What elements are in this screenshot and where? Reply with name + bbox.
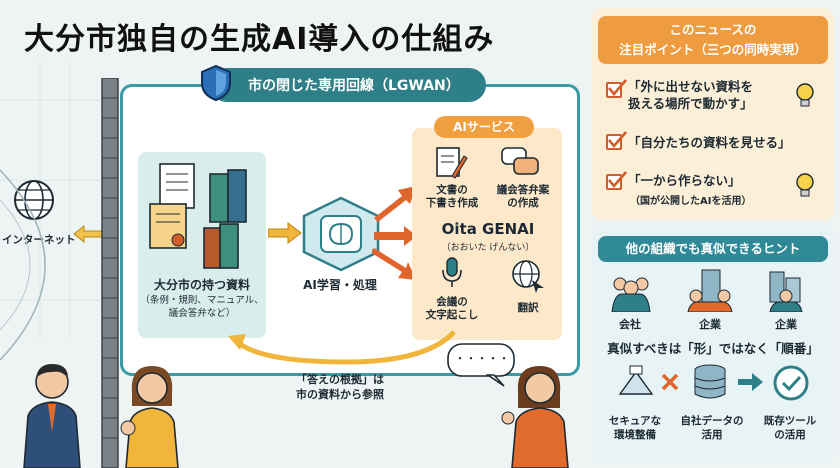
answer-draft-label: 議会答弁案 の作成: [488, 184, 558, 210]
presenter-person-icon: [501, 366, 569, 468]
doc-draft-label: 文書の 下書き作成: [420, 184, 484, 210]
hint-org-3: 企業: [775, 318, 797, 331]
hint-step-3-line2: の活用: [774, 429, 806, 441]
news-header-line1: このニュースの: [669, 22, 757, 37]
chat-bubbles-icon: [501, 147, 539, 175]
answer-draft-line1: 議会答弁案: [496, 184, 550, 196]
company-building-icon: [769, 271, 803, 312]
hint-step-2-line2: 活用: [701, 429, 723, 441]
transcribe-line2: 文字起こし: [425, 309, 479, 321]
microphone-icon: [442, 257, 462, 287]
hint-step-2-line1: 自社データの: [680, 415, 744, 427]
genai-name: Oita GENAI: [441, 220, 535, 238]
hint-step-2: 自社データの 活用: [676, 414, 748, 442]
checkmark-icon: [608, 131, 627, 149]
news-point-3-sub: （国が公開したAIを活用）: [630, 196, 752, 207]
checkmark-icon: [608, 171, 627, 189]
fan-out-arrows: [372, 186, 417, 280]
answer-basis-label: 「答えの根拠」は 市の資料から参照: [270, 372, 410, 402]
translate-globe-icon: [512, 260, 544, 293]
page-title: 大分市独自の生成AI導入の仕組み: [24, 22, 495, 57]
arrow-right-icon: [738, 373, 763, 391]
answer-basis-line2: 市の資料から参照: [296, 388, 384, 401]
documents-subtitle-line2: 議会答弁など）: [168, 308, 236, 319]
transcribe-line1: 会議の: [436, 296, 468, 308]
news-point-1-line1: 「外に出せない資料を: [628, 79, 754, 94]
speech-bubble-text: ・・・・・: [454, 352, 510, 365]
documents-title: 大分市の持つ資料: [153, 278, 250, 292]
hint-org-2: 企業: [699, 318, 721, 331]
news-header-line2: 注目ポイント（三つの同時実現）: [619, 42, 807, 57]
ai-process-label: AI学習・処理: [303, 278, 377, 292]
news-point-3: 「一から作らない」: [628, 173, 741, 188]
news-point-2: 「自分たちの資料を見せる」: [628, 135, 791, 150]
ai-services-tag: AIサービス: [434, 116, 534, 138]
lightbulb-icon: [796, 83, 814, 107]
documents-subtitle-line1: （条例・規則、マニュアル、: [140, 295, 264, 306]
database-icon: [694, 364, 726, 399]
globe-icon: [14, 180, 54, 220]
network-globe-arc: [0, 169, 46, 361]
hint-org-1: 会社: [619, 318, 641, 331]
lgwan-label: 市の閉じた専用回線（LGWAN）: [210, 68, 486, 102]
documents-icon: [149, 163, 247, 269]
hints-panel: [592, 228, 834, 464]
check-circle-icon: [773, 365, 809, 401]
firewall-wall: [101, 78, 119, 468]
news-header: このニュースの 注目ポイント（三つの同時実現）: [598, 16, 828, 64]
checkmark-icon: [608, 79, 627, 97]
return-arrow-icon: [228, 330, 456, 365]
document-pen-icon: [436, 147, 468, 179]
hint-step-1-line2: 環境整備: [614, 429, 656, 441]
cross-icon: [661, 373, 679, 391]
speech-bubble: [447, 343, 515, 387]
transcribe-label: 会議の 文字起こし: [422, 296, 482, 322]
news-point-1: 「外に出せない資料を 扱える場所で動かす」: [628, 78, 753, 112]
ai-brain-icon: [302, 196, 380, 272]
company-building-icon: [687, 269, 733, 312]
secure-environment-icon: [618, 365, 654, 395]
lightbulb-icon: [796, 173, 814, 197]
hint-step-1: セキュアな 環境整備: [600, 414, 670, 442]
translate-label: 翻訳: [517, 302, 539, 314]
documents-subtitle: （条例・規則、マニュアル、 議会答弁など）: [134, 294, 270, 320]
doc-draft-line1: 文書の: [436, 184, 468, 196]
genai-reading: （おおいた げんない）: [441, 243, 535, 253]
checkbox-icon: [606, 134, 622, 150]
hint-key-message: 真似すべきは「形」ではなく「順番」: [607, 341, 819, 356]
news-point-1-line2: 扱える場所で動かす」: [628, 96, 753, 111]
hint-step-3: 既存ツール の活用: [752, 414, 828, 442]
hint-step-3-line1: 既存ツール: [763, 415, 817, 427]
hints-header: 他の組織でも真似できるヒント: [598, 236, 828, 262]
hint-step-1-line1: セキュアな: [608, 415, 662, 427]
woman-person-icon: [120, 366, 179, 468]
answer-draft-line2: の作成: [507, 197, 539, 209]
checkbox-icon: [606, 82, 622, 98]
answer-basis-line1: 「答えの根拠」は: [296, 373, 384, 386]
people-group-icon: [611, 277, 651, 312]
doc-draft-line2: 下書き作成: [425, 197, 479, 209]
internet-label: インターネット: [2, 234, 76, 246]
checkbox-icon: [606, 174, 622, 190]
shield-icon: [201, 64, 231, 102]
man-person-icon: [23, 364, 81, 468]
arrow-right-icon: [268, 222, 302, 244]
